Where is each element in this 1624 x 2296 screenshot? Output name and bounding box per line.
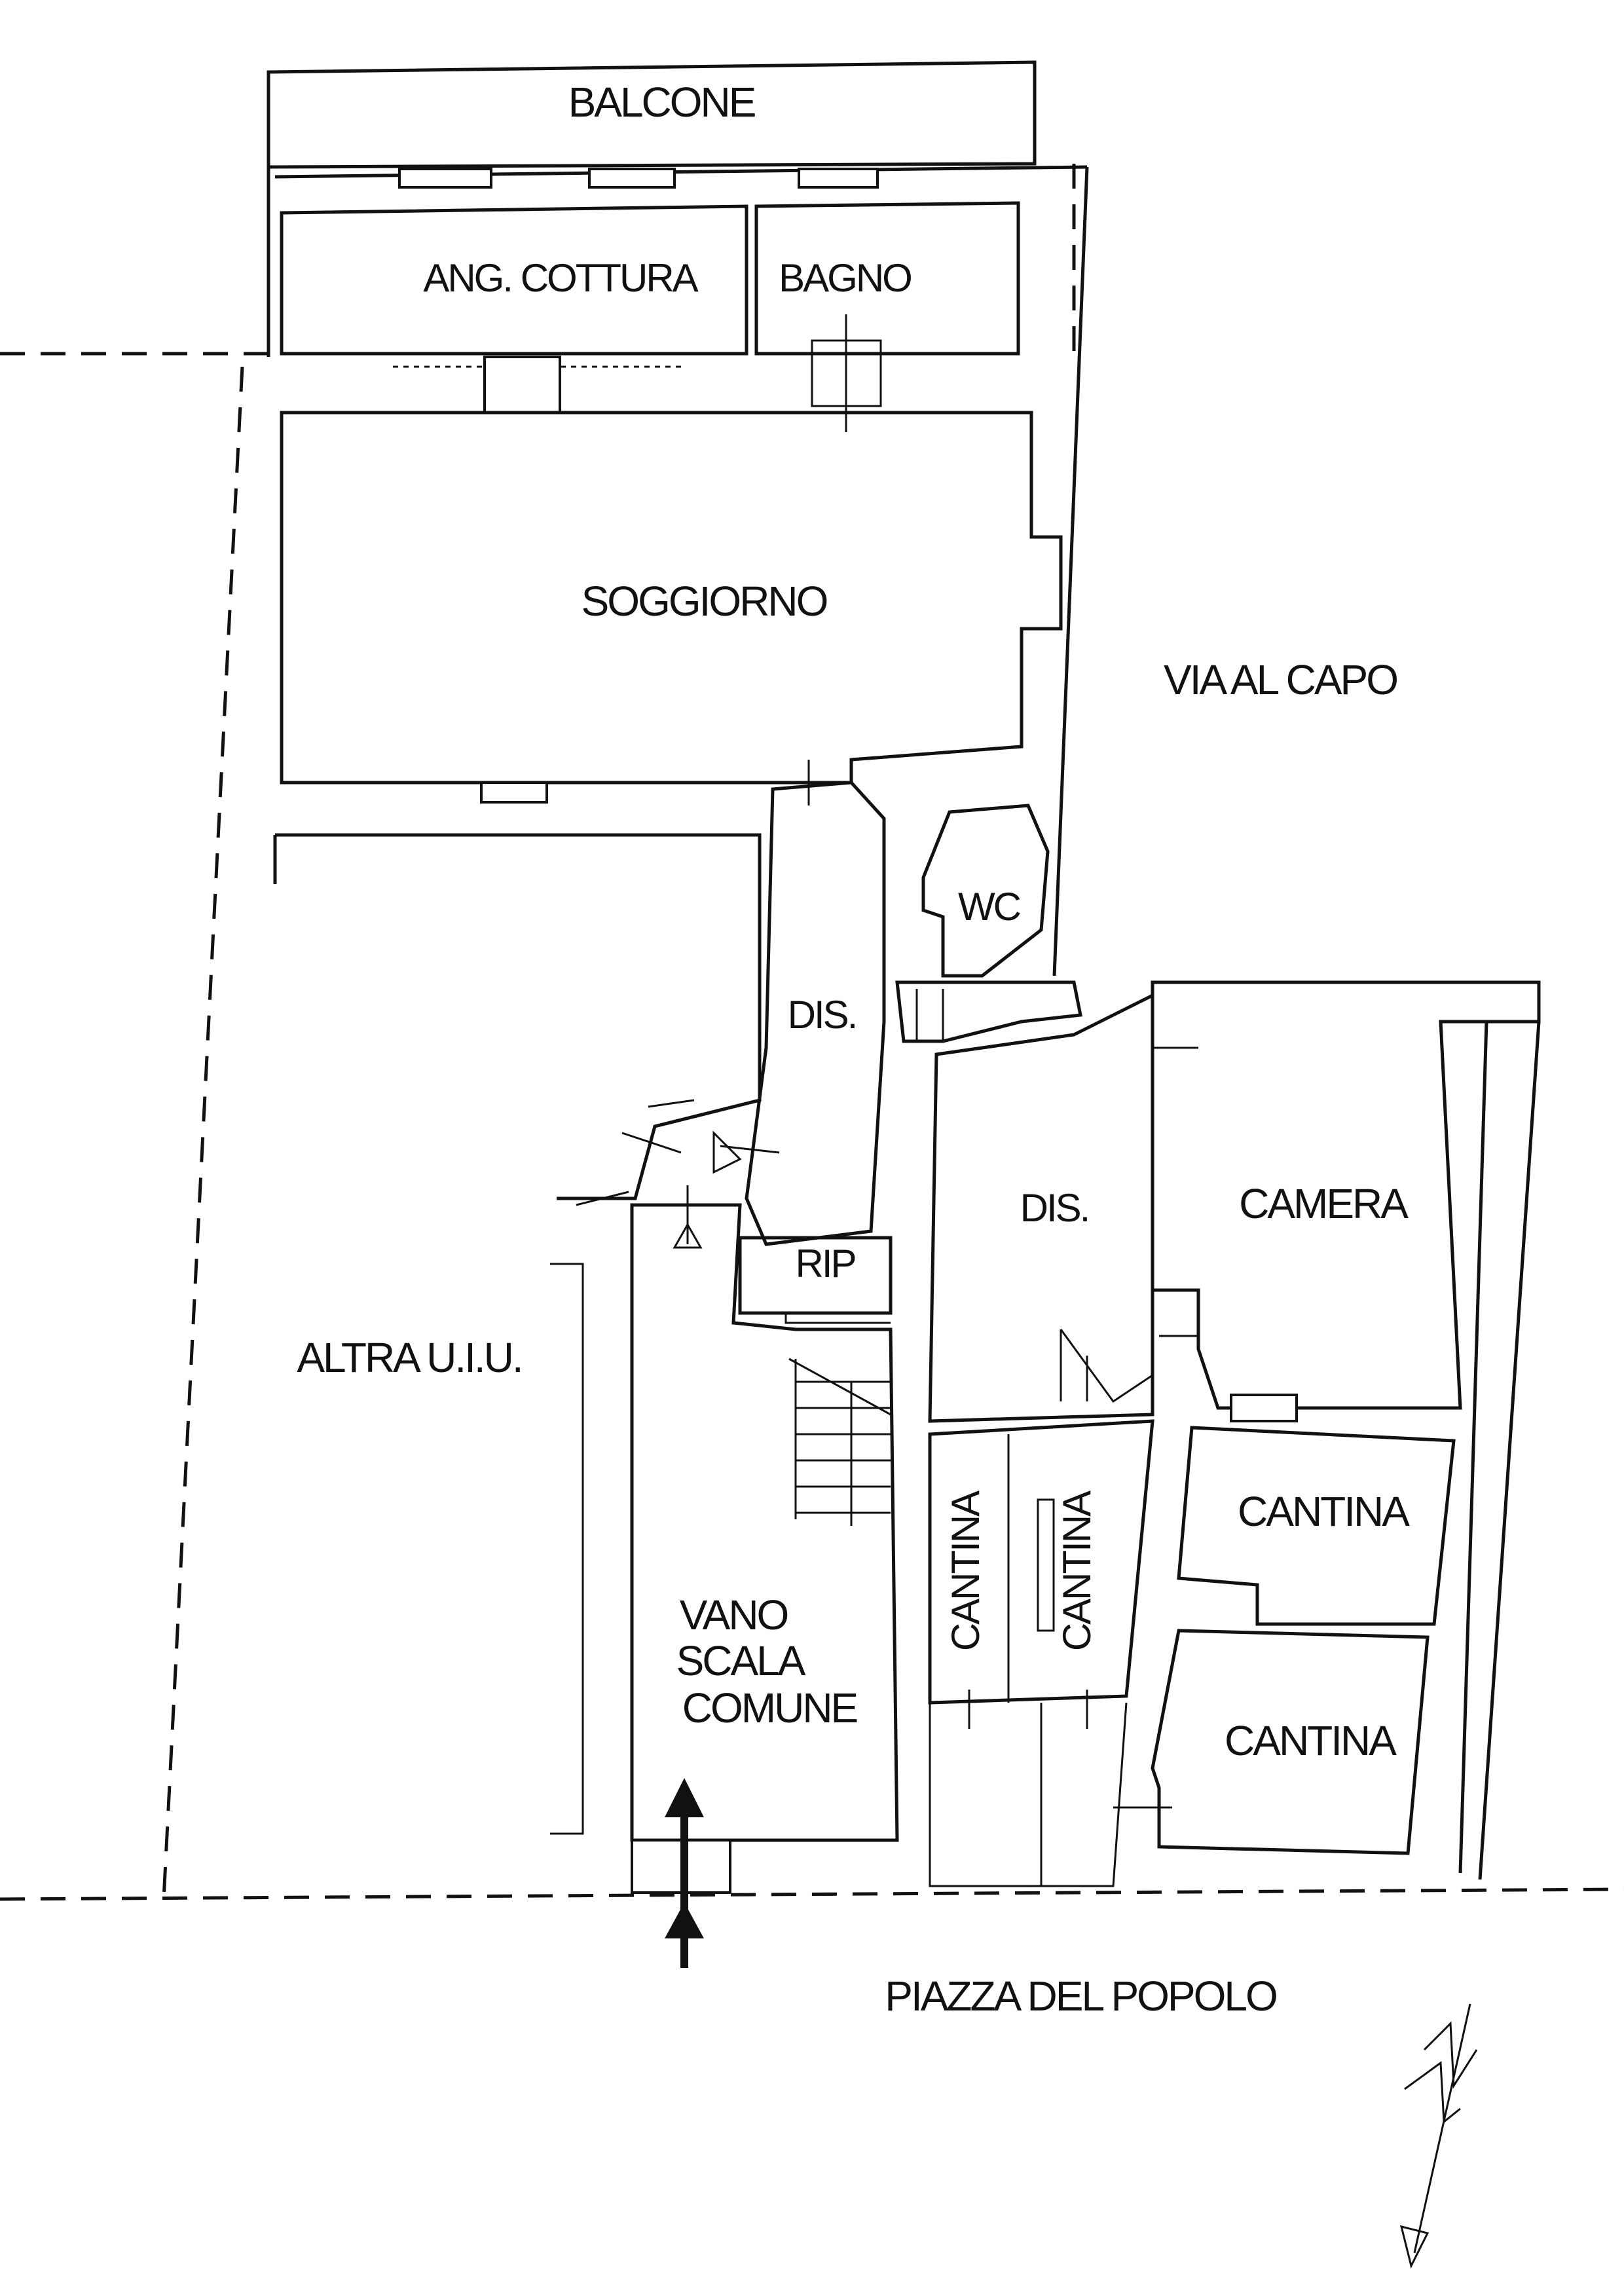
corridor-lower: DIS. — [928, 992, 1154, 1423]
cellar-right-1: CANTINA — [1177, 1426, 1456, 1626]
cellar-right-1-label: CANTINA — [1238, 1488, 1410, 1535]
street-via-al-capo: VIA AL CAPO — [1164, 656, 1397, 703]
cellar-label-vertical-1: CANTINA — [944, 1491, 987, 1651]
north-arrowhead-icon — [1399, 2225, 1430, 2269]
balcony-label: BALCONE — [568, 79, 755, 126]
wall-right-block — [1478, 982, 1541, 1880]
window — [588, 168, 676, 189]
cellar-right-2: CANTINA — [1113, 1629, 1430, 1855]
opening — [480, 781, 548, 804]
opening — [483, 356, 561, 414]
other-unit-label: ALTRA U.I.U. — [297, 1334, 521, 1381]
balcony: BALCONE — [267, 60, 1037, 169]
door-triangle — [712, 1130, 742, 1174]
door — [1230, 1394, 1298, 1422]
upper-facade — [267, 165, 1088, 357]
bedroom-label: CAMERA — [1239, 1180, 1409, 1227]
corridor-upper: DIS. — [745, 781, 886, 1246]
stairwell-label-line3: COMUNE — [682, 1684, 857, 1731]
bathroom-label: BAGNO — [779, 256, 911, 300]
kitchenette-label: ANG. COTTURA — [423, 256, 698, 300]
entrance-arrow — [665, 1778, 704, 1968]
stairwell-label-line1: VANO — [680, 1591, 788, 1639]
cellar-fixture — [1037, 1498, 1055, 1632]
stairwell-label-line2: SCALA — [676, 1637, 806, 1684]
boundary-left-dashed — [162, 366, 244, 1900]
wall-via-al-capo — [1052, 166, 1089, 976]
common-stairwell: VANO SCALA COMUNE — [630, 1203, 899, 1894]
cellar-pair: CANTINA CANTINA — [928, 1419, 1154, 1887]
wall-right-outer — [1458, 1021, 1488, 1874]
wc-label: WC — [958, 885, 1021, 929]
door-triangle — [673, 1222, 703, 1249]
room-storage: RIP — [738, 1236, 893, 1324]
north-arrow — [1399, 2003, 1478, 2269]
room-living: SOGGIORNO — [280, 411, 1063, 805]
window — [398, 168, 492, 189]
living-label: SOGGIORNO — [581, 578, 827, 625]
cellar-label-vertical-2: CANTINA — [1055, 1491, 1099, 1651]
cellar-right-2-label: CANTINA — [1225, 1717, 1397, 1764]
room-kitchenette: ANG. COTTURA — [280, 204, 748, 356]
room-bedroom: CAMERA — [1151, 980, 1541, 1422]
partition-row — [393, 356, 681, 414]
other-unit: ALTRA U.I.U. — [273, 833, 762, 1835]
boundary-bottom-dashed — [0, 1887, 1624, 1901]
street-piazza-del-popolo: PIAZZA DEL POPOLO — [885, 1972, 1276, 2020]
entrance-doors — [576, 1099, 780, 1249]
room-wc: WC — [921, 804, 1050, 978]
corridor-upper-label: DIS. — [788, 993, 857, 1037]
room-bathroom: BAGNO — [754, 201, 1020, 432]
window — [798, 168, 879, 189]
landing — [895, 980, 1082, 1043]
corridor-lower-label: DIS. — [1020, 1186, 1089, 1230]
storage-label: RIP — [795, 1242, 855, 1286]
